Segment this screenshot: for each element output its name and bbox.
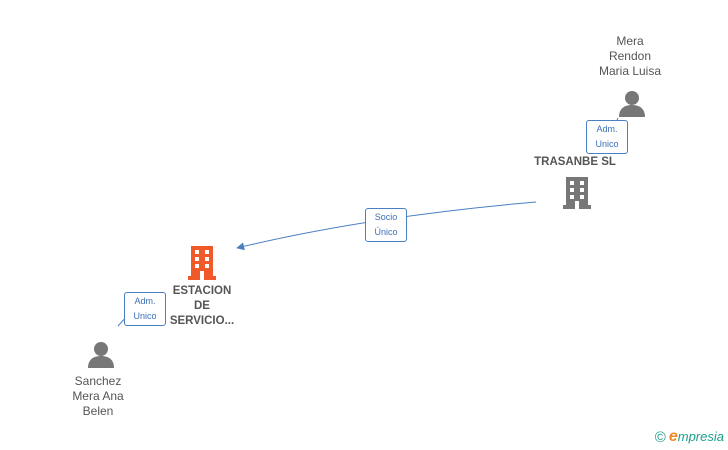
node-name-sanchez-mera[interactable]: Sanchez Mera Ana Belen bbox=[48, 374, 148, 419]
person-icon[interactable] bbox=[617, 89, 647, 117]
name-line: Mera bbox=[616, 34, 644, 48]
label-line: Unico bbox=[595, 139, 619, 149]
name-line: Maria Luisa bbox=[598, 64, 662, 78]
person-icon[interactable] bbox=[86, 340, 116, 368]
empresia-logo[interactable]: © empresia bbox=[655, 428, 724, 446]
label-line: Socio bbox=[374, 212, 398, 222]
name-line: Sanchez bbox=[74, 374, 122, 388]
building-icon[interactable] bbox=[561, 175, 593, 209]
label-line: Único bbox=[374, 227, 398, 237]
brand-initial: e bbox=[668, 428, 678, 445]
name-line: SERVICIO... bbox=[169, 315, 235, 327]
label-line: Unico bbox=[133, 311, 157, 321]
name-line: Rendon bbox=[608, 49, 652, 63]
name-line: Belen bbox=[82, 404, 114, 418]
name-line: Mera Ana bbox=[72, 389, 124, 403]
edge-label-adm-unico[interactable]: Adm. Unico bbox=[586, 120, 628, 154]
edge-label-socio-unico[interactable]: Socio Único bbox=[365, 208, 407, 242]
node-name-estacion[interactable]: ESTACION DE SERVICIO... bbox=[155, 284, 249, 329]
copyright-icon: © bbox=[654, 428, 666, 446]
label-line: Adm. bbox=[134, 296, 156, 306]
node-name-mera-rendon[interactable]: Mera Rendon Maria Luisa bbox=[580, 34, 680, 79]
name-line: DE bbox=[194, 300, 210, 312]
label-line: Adm. bbox=[596, 124, 618, 134]
building-icon[interactable] bbox=[186, 244, 218, 280]
brand-name: mpresia bbox=[677, 429, 724, 444]
node-name-trasanbe[interactable]: TRASANBE SL bbox=[534, 156, 616, 168]
name-line: ESTACION bbox=[172, 285, 232, 297]
edge-label-adm-unico[interactable]: Adm. Unico bbox=[124, 292, 166, 326]
